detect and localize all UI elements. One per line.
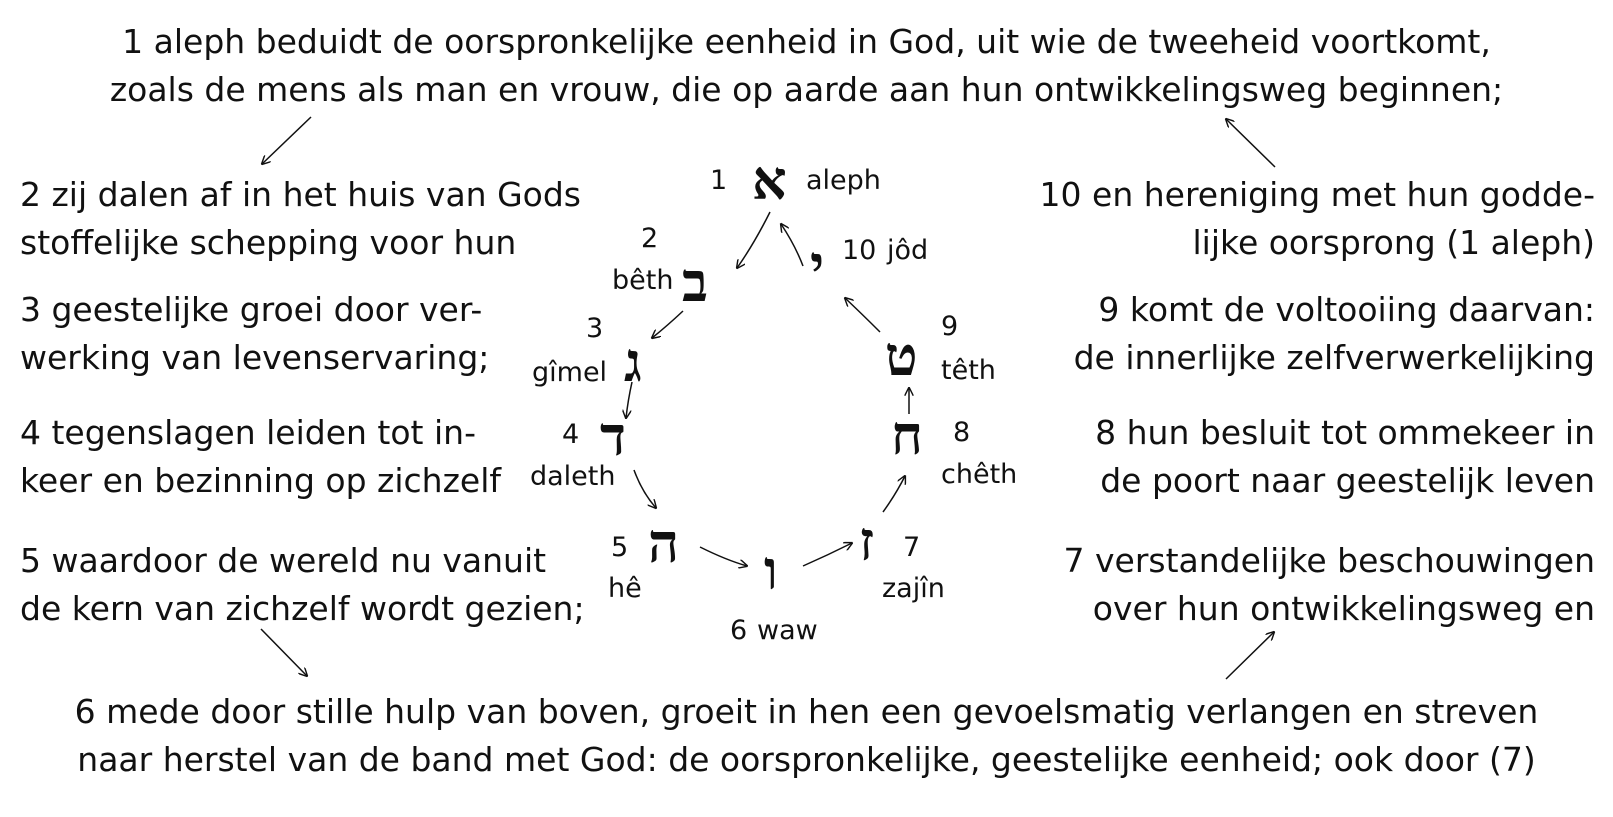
arrow-gimel-to-daleth [626, 381, 633, 418]
name-daleth: daleth [530, 461, 616, 492]
arrow-he-to-waw [699, 546, 747, 566]
letter-waw: ו [764, 538, 778, 602]
name-aleph: aleph [806, 165, 881, 196]
text-step-4-line-2: keer en bezinning op zichzelf [20, 461, 501, 500]
text-step-3-line-2: werking van levenservaring; [20, 338, 490, 377]
number-jod: 10 [842, 235, 877, 266]
text-step-7: 7 verstandelijke beschouwingen over hun … [1064, 537, 1595, 633]
bottom-line-1: 6 mede door stille hulp van boven, groei… [74, 692, 1539, 731]
text-step-2-line-1: 2 zij dalen af in het huis van Gods [20, 175, 581, 214]
arrow-step-10-to-top [1226, 119, 1276, 168]
text-step-8: 8 hun besluit tot ommekeer in de poort n… [1095, 409, 1595, 505]
name-teth: têth [941, 355, 996, 386]
arrow-teth-to-jod [845, 298, 881, 333]
arrow-zajin-to-cheth [882, 476, 905, 513]
letter-jod: י [810, 233, 825, 297]
number-daleth: 4 [562, 419, 580, 450]
text-step-3: 3 geestelijke groei door ver- werking va… [20, 286, 489, 382]
text-step-10-line-2: lijke oorsprong (1 aleph) [1192, 223, 1596, 262]
bottom-paragraph: 6 mede door stille hulp van boven, groei… [0, 688, 1613, 784]
text-step-8-line-1: 8 hun besluit tot ommekeer in [1095, 413, 1595, 452]
number-waw: 6 [730, 615, 748, 646]
text-step-5-line-1: 5 waardoor de wereld nu vanuit [20, 541, 547, 580]
text-step-10-line-1: 10 en hereniging met hun godde- [1039, 175, 1595, 214]
number-beth: 2 [641, 223, 659, 254]
text-step-7-line-2: over hun ontwikkelingsweg en [1092, 589, 1595, 628]
top-line-1: 1 aleph beduidt de oorspronkelijke eenhe… [122, 22, 1491, 61]
arrow-bottom-to-step-7 [1225, 632, 1274, 680]
letter-cheth: ח [891, 403, 923, 467]
text-step-2: 2 zij dalen af in het huis van Gods stof… [20, 171, 581, 267]
number-gimel: 3 [586, 313, 604, 344]
number-he: 5 [611, 532, 629, 563]
arrow-waw-to-zajin [802, 543, 852, 567]
text-step-5-line-2: de kern van zichzelf wordt gezien; [20, 589, 585, 628]
letter-gimel: ג [624, 330, 642, 394]
arrow-beth-to-gimel [652, 310, 684, 338]
name-cheth: chêth [941, 459, 1018, 490]
name-jod: jôd [887, 235, 929, 266]
text-step-4-line-1: 4 tegenslagen leiden tot in- [20, 413, 476, 452]
number-cheth: 8 [953, 417, 971, 448]
text-step-3-line-1: 3 geestelijke groei door ver- [20, 290, 483, 329]
letter-he: ה [648, 511, 680, 575]
name-waw: waw [757, 615, 818, 646]
letter-daleth: ד [600, 404, 626, 468]
text-step-9-line-2: de innerlijke zelfverwerkelijking [1073, 338, 1595, 377]
arrow-aleph-to-beth [737, 211, 771, 268]
arrow-daleth-to-he [633, 469, 656, 508]
number-aleph: 1 [710, 165, 728, 196]
arrow-step-5-to-bottom [260, 628, 307, 676]
arrow-jod-to-aleph [781, 224, 804, 267]
letter-beth: ב [682, 250, 709, 314]
name-gimel: gîmel [532, 357, 608, 388]
name-he: hê [608, 573, 642, 604]
name-zajin: zajîn [882, 573, 945, 604]
number-zajin: 7 [903, 532, 921, 563]
bottom-line-2: naar herstel van de band met God: de oor… [77, 740, 1536, 779]
top-line-2: zoals de mens als man en vrouw, die op a… [109, 70, 1504, 109]
text-step-9-line-1: 9 komt de voltooiing daarvan: [1098, 290, 1595, 329]
text-step-10: 10 en hereniging met hun godde- lijke oo… [1040, 171, 1595, 267]
text-step-2-line-2: stoffelijke schepping voor hun [20, 223, 517, 262]
name-beth: bêth [612, 265, 674, 296]
text-step-9: 9 komt de voltooiing daarvan: de innerli… [1074, 286, 1595, 382]
letter-teth: ט [885, 324, 918, 388]
letter-aleph: א [752, 148, 787, 212]
letter-zajin: ז [859, 509, 875, 573]
arrow-top-to-step-2 [262, 116, 312, 164]
text-step-7-line-1: 7 verstandelijke beschouwingen [1063, 541, 1595, 580]
text-step-8-line-2: de poort naar geestelijk leven [1100, 461, 1595, 500]
top-paragraph: 1 aleph beduidt de oorspronkelijke eenhe… [0, 18, 1613, 114]
number-teth: 9 [941, 311, 959, 342]
text-step-5: 5 waardoor de wereld nu vanuit de kern v… [20, 537, 585, 633]
text-step-4: 4 tegenslagen leiden tot in- keer en bez… [20, 409, 501, 505]
